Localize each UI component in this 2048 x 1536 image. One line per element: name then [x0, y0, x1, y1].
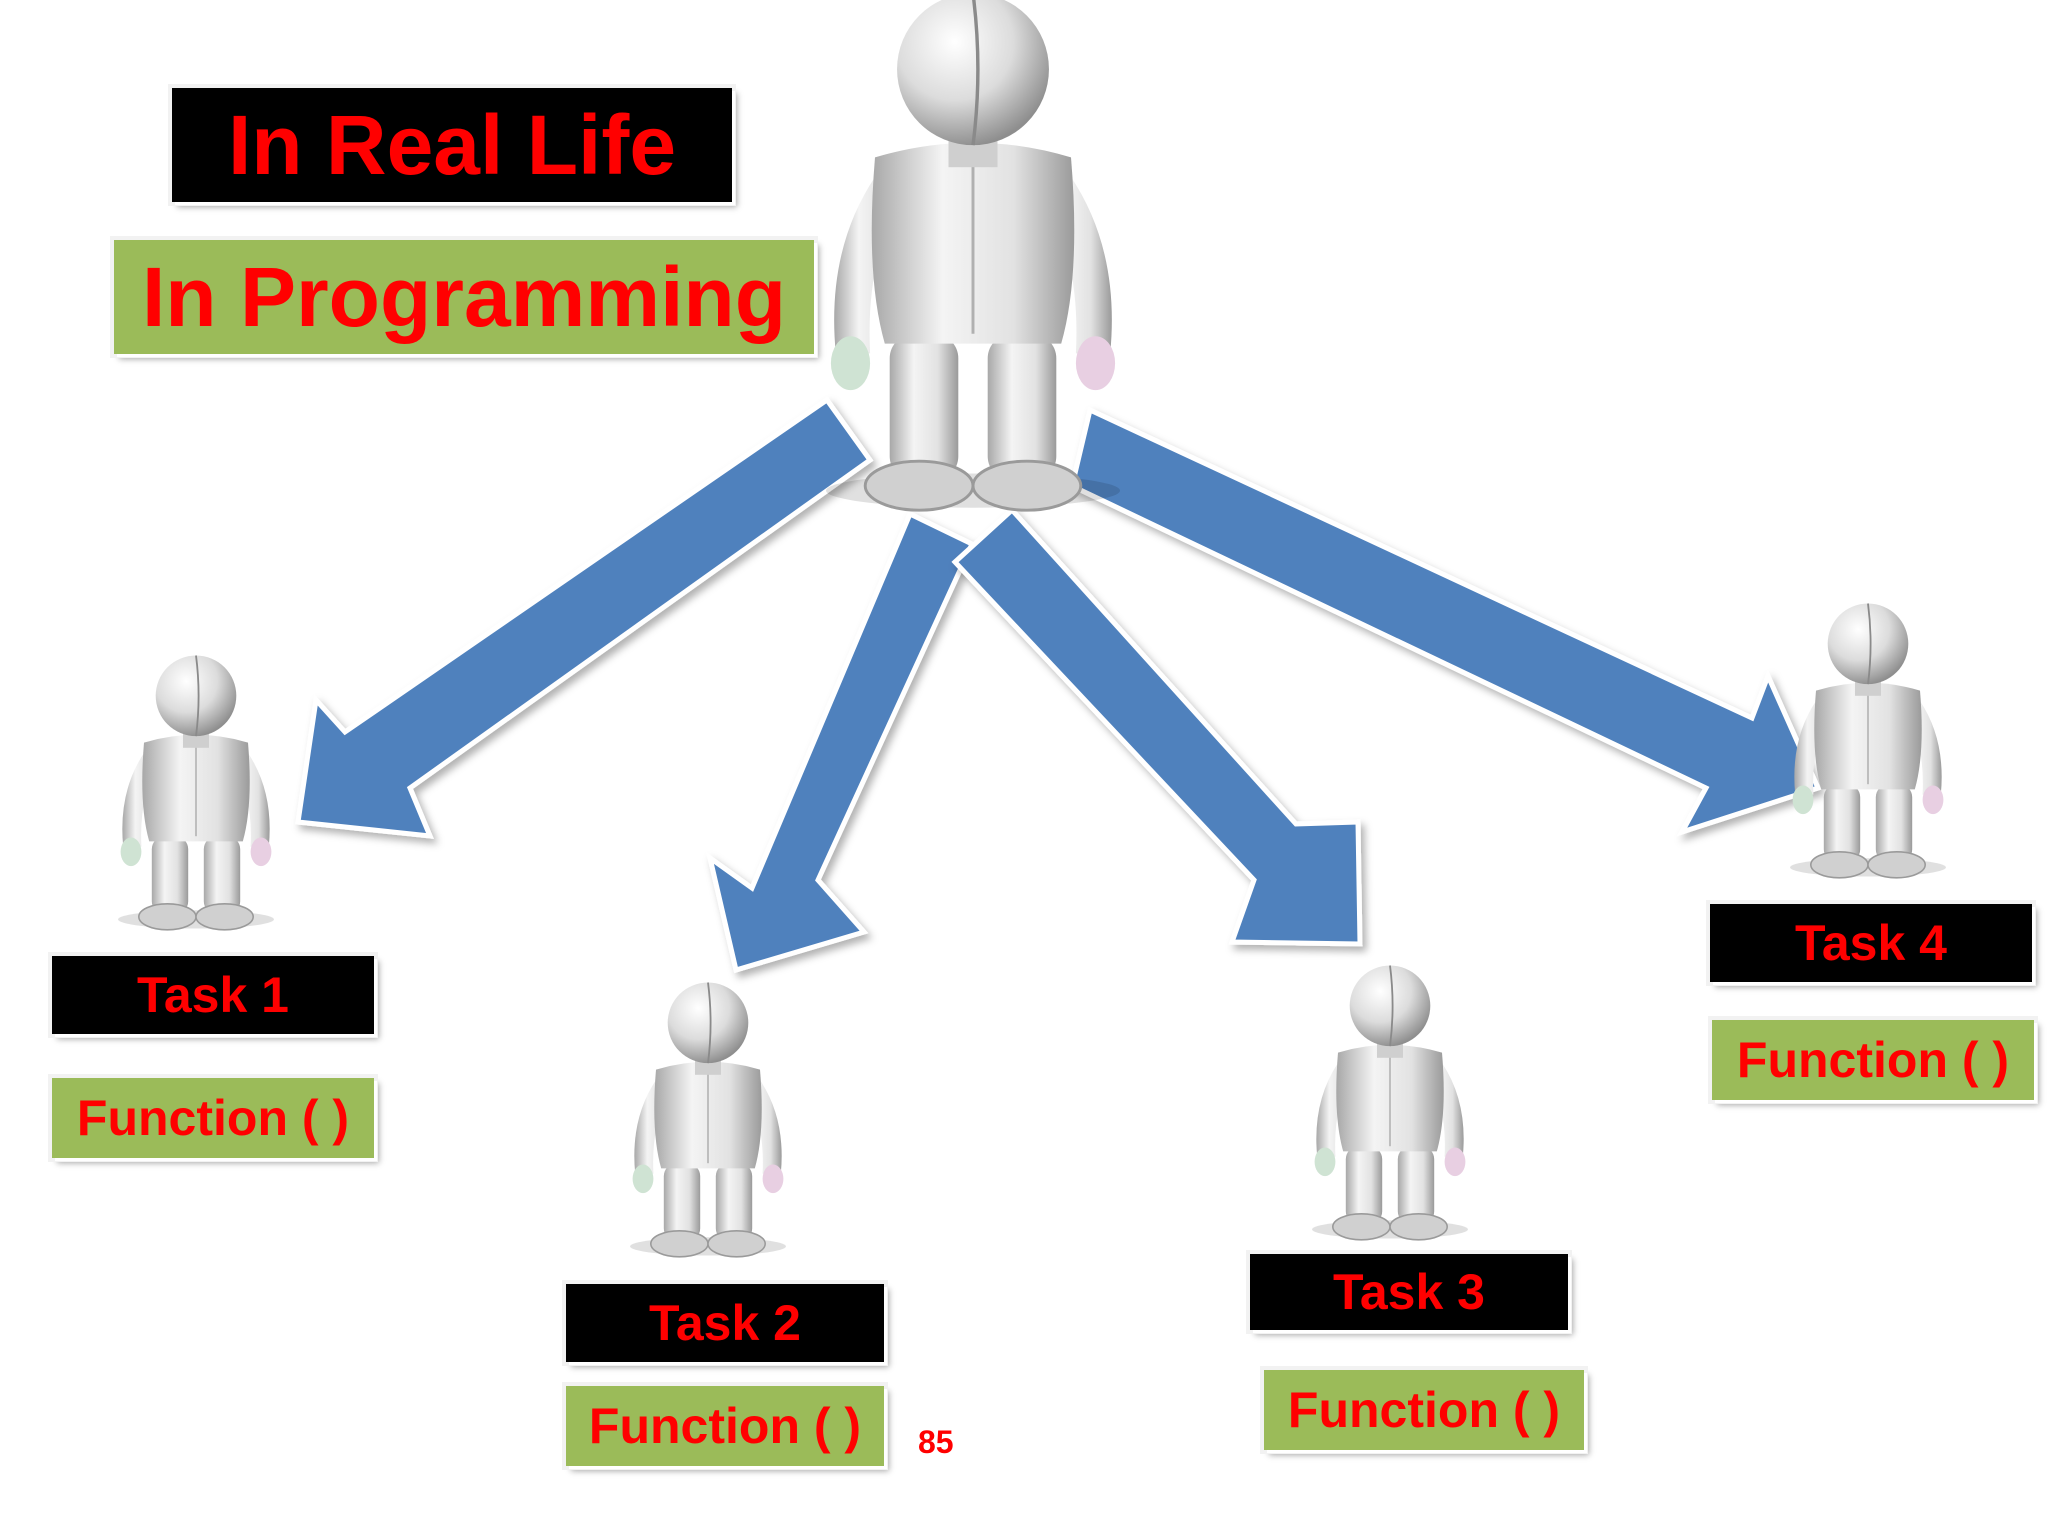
- arrow-icon: [706, 510, 976, 974]
- person-figure-icon: [116, 654, 276, 932]
- task-label: Task 1: [52, 956, 374, 1034]
- arrow-icon: [295, 396, 874, 839]
- person-figure-icon: [826, 0, 1120, 510]
- function-label: Function ( ): [566, 1386, 884, 1466]
- task-label: Task 3: [1250, 1254, 1568, 1330]
- function-label: Function ( ): [1712, 1020, 2034, 1100]
- arrow-icon: [951, 506, 1363, 947]
- person-figure-icon: [628, 981, 788, 1259]
- function-label: Function ( ): [52, 1078, 374, 1158]
- person-figure-icon: [1310, 964, 1470, 1242]
- arrows: [295, 396, 1822, 974]
- task-label: Task 4: [1710, 904, 2032, 982]
- slide-number: 85: [918, 1424, 954, 1460]
- arrow-icon: [1069, 406, 1822, 837]
- programming-title: In Programming: [114, 240, 814, 354]
- real-life-title: In Real Life: [172, 88, 732, 202]
- person-figure-icon: [1788, 602, 1948, 880]
- function-label: Function ( ): [1264, 1370, 1584, 1450]
- task-label: Task 2: [566, 1284, 884, 1362]
